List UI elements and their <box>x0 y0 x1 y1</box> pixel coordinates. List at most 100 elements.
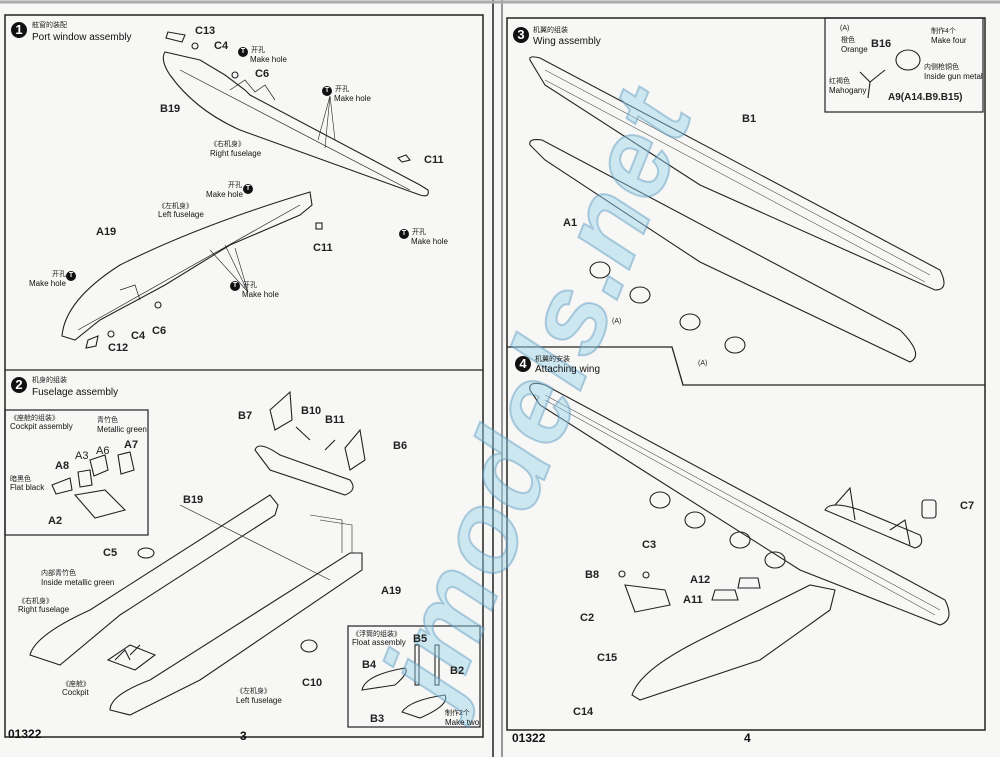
make-hole-cn: 开孔 <box>243 282 257 289</box>
part-label: B16 <box>871 38 892 50</box>
inside-metallic-green-note: Inside metallic green <box>41 578 115 587</box>
subassembly-ref: (A) <box>698 360 708 367</box>
color-note-cn: 内部青竹色 <box>41 570 76 577</box>
part-label: B10 <box>301 405 322 417</box>
part-label: B11 <box>325 414 345 426</box>
float-assembly-title: Float assembly <box>352 638 406 647</box>
part-label: B8 <box>585 569 600 581</box>
tool-t-icon: T <box>243 184 253 194</box>
tool-t-icon: T <box>66 271 76 281</box>
page-number: 4 <box>744 731 751 745</box>
make-hole-note: Make hole <box>29 279 66 288</box>
part-label: C11 <box>313 242 333 254</box>
part-label: A19 <box>96 226 117 238</box>
page-number: 3 <box>240 729 247 743</box>
make-hole-note: Make hole <box>334 94 371 103</box>
cockpit-assembly-title: Cockpit assembly <box>10 422 73 431</box>
tool-t-icon: T <box>399 229 409 239</box>
step-number-badge: 4 <box>515 356 531 372</box>
part-label: B19 <box>183 494 204 506</box>
part-label: C4 <box>131 330 146 342</box>
part-label: B2 <box>450 665 465 677</box>
step-title-cn: 机翼的安装 <box>535 356 570 363</box>
make-hole-cn: 开孔 <box>251 47 265 54</box>
color-note-cn: 红褐色 <box>829 78 850 85</box>
make-hole-cn: 开孔 <box>412 229 426 236</box>
left-fuselage-cn: 《左机身》 <box>236 688 271 695</box>
part-label: C2 <box>580 612 595 624</box>
part-label: A19 <box>381 585 402 597</box>
part-label: B6 <box>393 440 408 452</box>
wing-drawing <box>529 382 950 626</box>
part-label: A11 <box>683 594 703 606</box>
part-label: C15 <box>597 652 618 664</box>
left-fuselage-drawing <box>61 191 313 341</box>
step-title: Fuselage assembly <box>32 387 119 398</box>
right-fuselage-drawing <box>29 494 279 666</box>
kit-code: 01322 <box>512 731 546 745</box>
left-page-frame <box>4 14 484 738</box>
left-fuselage-cn: 《左机身》 <box>158 203 193 210</box>
make-hole-note: Make hole <box>411 237 448 246</box>
make-hole-note: Make hole <box>250 55 287 64</box>
part-label: B7 <box>238 410 253 422</box>
part-c13-drawing <box>165 31 186 43</box>
color-note-cn: 暗黑色 <box>10 476 31 483</box>
part-label: C13 <box>195 25 216 37</box>
step-title: Port window assembly <box>32 32 132 43</box>
part-label: B4 <box>362 659 377 671</box>
right-fuselage-label: Right fuselage <box>210 149 262 158</box>
part-label: C5 <box>103 547 118 559</box>
make-hole-cn: 开孔 <box>228 182 242 189</box>
right-fuselage-drawing <box>162 51 429 197</box>
step-title-cn: 舷窗的装配 <box>32 22 67 29</box>
kit-code: 01322 <box>8 727 42 741</box>
part-label: C6 <box>152 325 167 337</box>
hull-drawing <box>631 584 836 701</box>
inset-title-cn: 《浮筒的组装》 <box>352 631 401 638</box>
part-label: C12 <box>108 342 129 354</box>
part-label: C14 <box>573 706 594 718</box>
part-label: A3 <box>75 450 89 462</box>
make-two-cn: 制作2个 <box>445 710 470 717</box>
lower-wing-a1-drawing <box>529 139 917 363</box>
right-fuselage-label: Right fuselage <box>18 605 70 614</box>
part-label: A12 <box>690 574 711 586</box>
left-fuselage-label: Left fuselage <box>158 210 204 219</box>
flat-black-note: Flat black <box>10 483 45 492</box>
step-title-cn: 机翼的组装 <box>533 27 568 34</box>
cockpit-label: Cockpit <box>62 688 89 697</box>
part-label: C10 <box>302 677 323 689</box>
part-label: C7 <box>960 500 975 512</box>
part-label: A8 <box>55 460 70 472</box>
make-hole-cn: 开孔 <box>52 271 66 278</box>
tool-t-icon: T <box>322 86 332 96</box>
color-note-cn: 青竹色 <box>97 417 118 424</box>
step-number-badge: 2 <box>11 377 27 393</box>
left-fuselage-drawing <box>109 552 363 716</box>
step-divider <box>507 346 985 386</box>
part-label: B3 <box>370 713 385 725</box>
subassembly-ref: (A) <box>612 318 622 325</box>
part-label: A7 <box>124 439 139 451</box>
tool-t-icon: T <box>230 281 240 291</box>
part-label: C3 <box>642 539 657 551</box>
part-label: A2 <box>48 515 63 527</box>
part-label: B5 <box>413 633 428 645</box>
make-hole-cn: 开孔 <box>335 86 349 93</box>
cockpit-cn: 《座舱》 <box>62 681 90 688</box>
gun-metal-note: Inside gun metal <box>924 72 983 81</box>
part-label: A9(A14.B9.B15) <box>888 92 963 103</box>
upper-wing-b1-drawing <box>529 56 945 291</box>
make-two-note: Make two <box>445 718 480 727</box>
step-number-badge: 1 <box>11 22 27 38</box>
left-fuselage-label: Left fuselage <box>236 696 282 705</box>
part-label: B1 <box>742 113 757 125</box>
color-note-cn: 橙色 <box>841 37 855 44</box>
metallic-green-note: Metallic green <box>97 425 147 434</box>
step-title: Wing assembly <box>533 36 601 47</box>
make-four-note: Make four <box>931 36 967 45</box>
color-note-cn: 内侧枪铜色 <box>924 64 959 71</box>
